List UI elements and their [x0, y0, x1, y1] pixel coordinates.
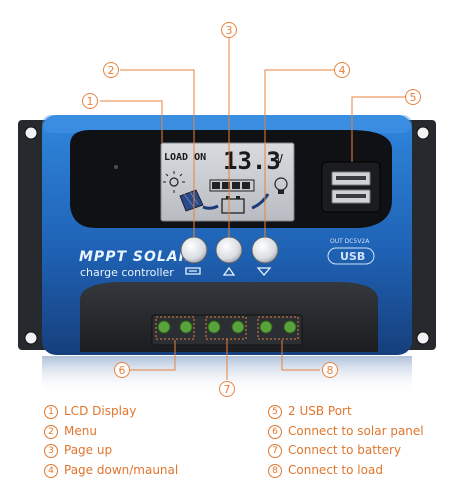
load-terminal-outline — [257, 316, 299, 340]
callout-2: 2 — [103, 62, 119, 78]
callout-6: 6 — [114, 362, 130, 378]
lcd-voltage-value: 13.3 — [223, 147, 281, 175]
lcd-bulb-icon — [274, 177, 288, 194]
lcd-load-arrow-icon — [251, 193, 270, 210]
callout-5: 5 — [405, 89, 421, 105]
product-title: MPPT SOLAR — [79, 249, 190, 265]
usb-module — [321, 161, 381, 213]
svg-text:USB: USB — [340, 250, 365, 263]
lcd-sun-icon — [163, 171, 185, 193]
up-arrow-icon — [222, 266, 236, 276]
solar-terminal-outline — [155, 316, 195, 340]
usb-logo: USB — [327, 247, 375, 265]
callout-8: 8 — [322, 362, 338, 378]
battery-terminal-outline — [205, 316, 247, 340]
callout-3: 3 — [221, 22, 237, 38]
callout-4: 4 — [334, 62, 350, 78]
callout-1: 1 — [82, 93, 98, 109]
callout-7: 7 — [219, 381, 235, 397]
menu-button[interactable] — [180, 236, 208, 264]
lcd-battery-icon — [221, 196, 245, 214]
lcd-status-text: LOAD ON — [164, 152, 206, 163]
lcd-charge-arrow-icon — [202, 204, 219, 210]
lcd-battery-level-icon — [209, 179, 255, 192]
callout-leader-lines — [100, 38, 413, 380]
down-arrow-icon — [256, 267, 272, 276]
page-down-button[interactable] — [251, 236, 279, 264]
lcd-unit: V — [276, 152, 283, 166]
terminal-block — [157, 320, 297, 334]
product-subtitle: charge controller — [80, 266, 174, 279]
lcd-solar-panel-icon — [179, 189, 204, 212]
usb-spec-label: OUT DC5V2A — [330, 238, 370, 245]
menu-icon — [185, 267, 201, 275]
status-led — [114, 165, 118, 169]
page-up-button[interactable] — [215, 236, 243, 264]
